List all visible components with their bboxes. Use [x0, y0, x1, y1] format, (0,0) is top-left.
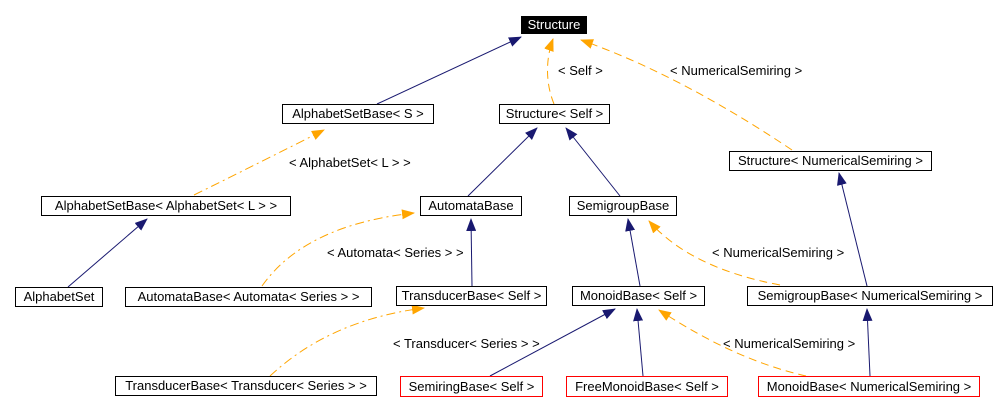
- edge-label-numericalsemiring-bottom: < NumericalSemiring >: [723, 336, 856, 351]
- node-semigroupbase-numericalsemiring[interactable]: SemigroupBase< NumericalSemiring >: [747, 286, 993, 306]
- edge-alphabetset-to-alphabetsetbase-alphabetset-l: [67, 218, 148, 288]
- edge-monoidbase-numericalsemiring-to-monoidbase-self: [658, 309, 807, 377]
- edge-semigroupbase-numericalsemiring-to-semigroupbase: [648, 220, 781, 286]
- edge-semigroupbase-to-structure-self: [565, 127, 621, 197]
- edge-structure-self-to-structure: [544, 38, 555, 105]
- edge-label-numericalsemiring-top: < NumericalSemiring >: [670, 63, 803, 78]
- node-alphabetsetbase-alphabetset-l[interactable]: AlphabetSetBase< AlphabetSet< L > >: [41, 196, 291, 216]
- node-monoidbase-numericalsemiring[interactable]: MonoidBase< NumericalSemiring >: [758, 376, 980, 397]
- node-transducerbase-transducer-series[interactable]: TransducerBase< Transducer< Series > >: [115, 376, 377, 396]
- edge-automatabase-automata-series-to-automatabase: [261, 209, 415, 287]
- node-automatabase[interactable]: AutomataBase: [420, 196, 522, 216]
- node-freemonoidbase-self[interactable]: FreeMonoidBase< Self >: [566, 376, 728, 397]
- node-transducerbase-self[interactable]: TransducerBase< Self >: [396, 286, 547, 306]
- edge-semiringbase-self-to-monoidbase-self: [489, 308, 616, 377]
- node-semiringbase-self[interactable]: SemiringBase< Self >: [400, 376, 543, 397]
- edge-label-automata-series: < Automata< Series > >: [327, 245, 464, 260]
- edge-monoidbase-self-to-semigroupbase: [625, 218, 641, 287]
- node-monoidbase-self[interactable]: MonoidBase< Self >: [572, 286, 705, 306]
- edge-transducerbase-self-to-automatabase: [466, 218, 477, 287]
- node-structure-self[interactable]: Structure< Self >: [499, 104, 610, 124]
- node-automatabase-automata-series[interactable]: AutomataBase< Automata< Series > >: [125, 287, 372, 307]
- edge-label-self: < Self >: [558, 63, 603, 78]
- node-semigroupbase[interactable]: SemigroupBase: [569, 196, 677, 216]
- edge-monoidbase-numericalsemiring-to-semigroupbase-numericalsemiring: [862, 308, 873, 377]
- edge-label-transducer-series: < Transducer< Series > >: [393, 336, 540, 351]
- edge-alphabetsetbase-s-to-structure: [376, 36, 522, 105]
- edge-automatabase-to-structure-self: [467, 127, 538, 197]
- edge-label-numericalsemiring-mid: < NumericalSemiring >: [712, 245, 845, 260]
- edge-structure-numericalsemiring-to-structure: [580, 39, 793, 151]
- edge-freemonoidbase-self-to-monoidbase-self: [633, 308, 644, 377]
- node-structure-numericalsemiring[interactable]: Structure< NumericalSemiring >: [729, 151, 932, 171]
- edge-semigroupbase-numericalsemiring-to-structure-numericalsemiring: [837, 172, 868, 287]
- node-structure[interactable]: Structure: [521, 16, 587, 34]
- edge-label-alphabetset-l: < AlphabetSet< L > >: [289, 155, 411, 170]
- node-alphabetsetbase-s[interactable]: AlphabetSetBase< S >: [282, 104, 434, 124]
- edge-transducerbase-transducer-series-to-transducerbase-self: [269, 304, 425, 377]
- node-alphabetset[interactable]: AlphabetSet: [15, 287, 103, 307]
